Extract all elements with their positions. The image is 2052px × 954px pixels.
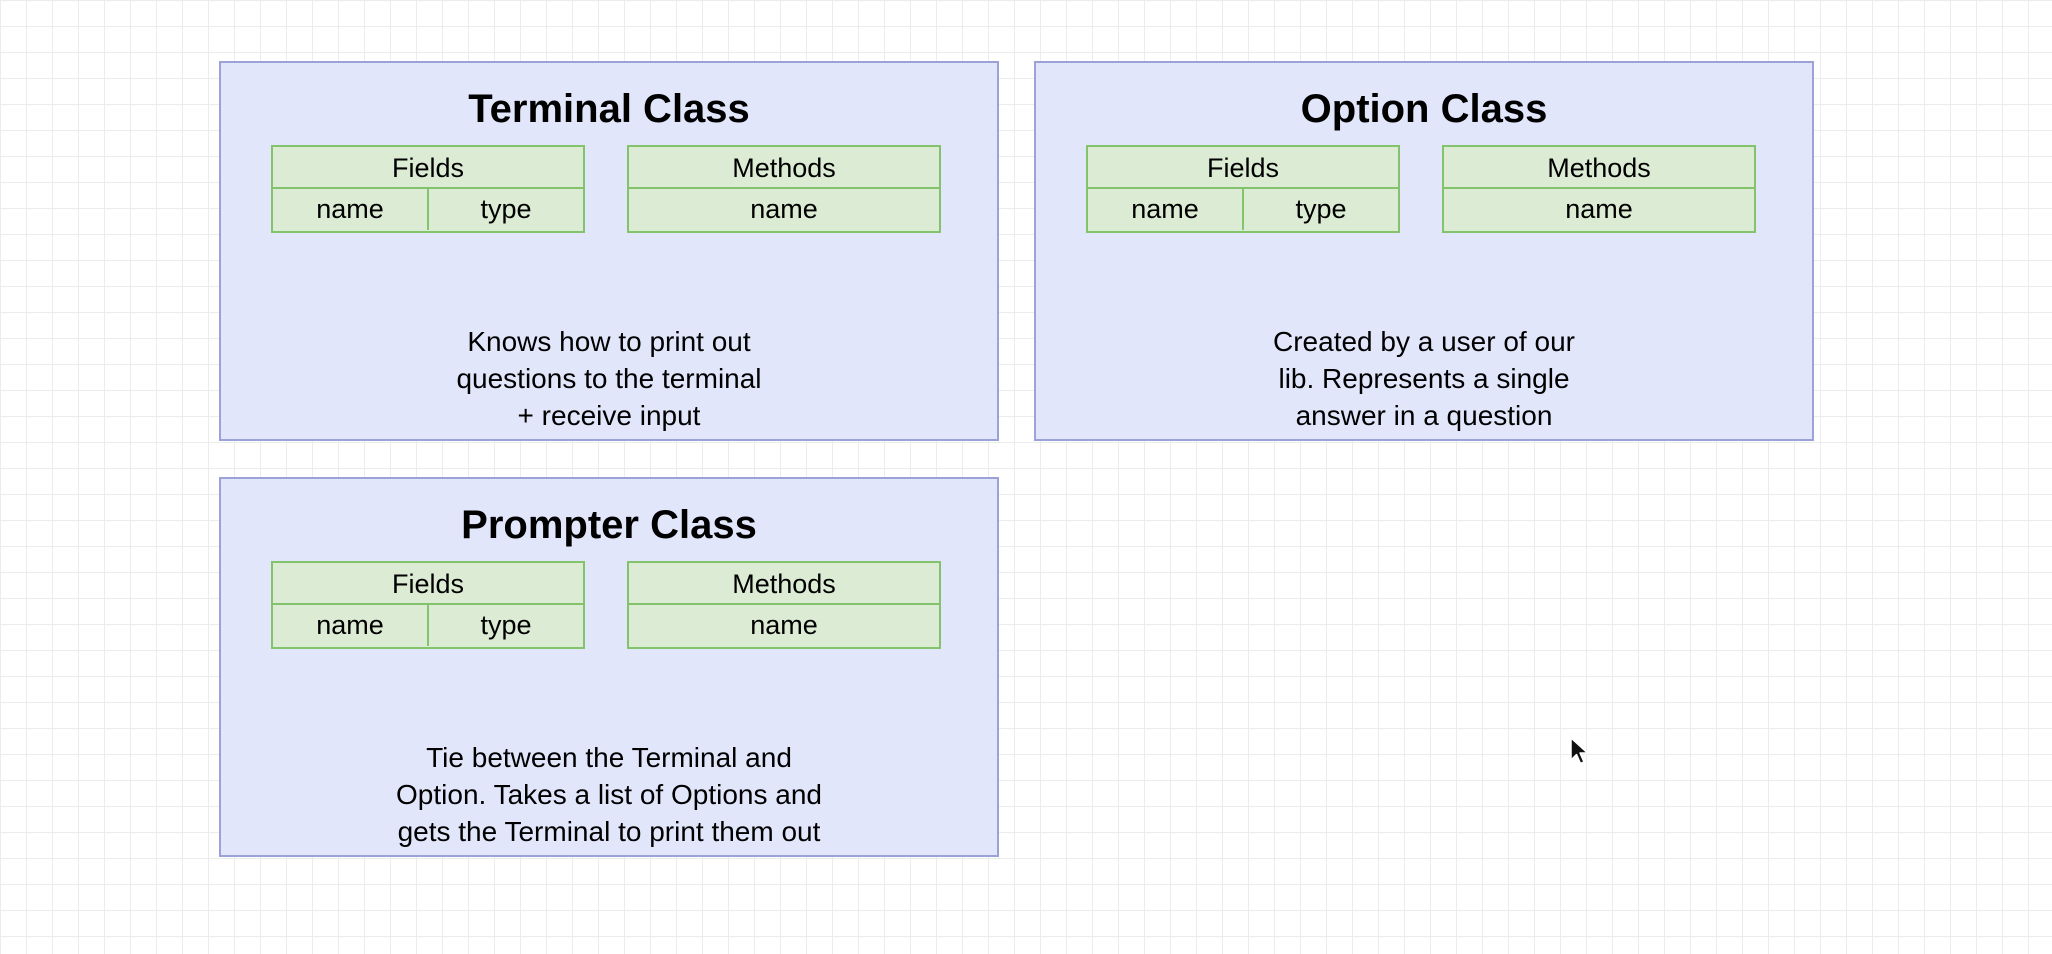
- description-line: lib. Represents a single: [1278, 363, 1570, 394]
- description-line: gets the Terminal to print them out: [397, 816, 821, 847]
- method-name-cell: name: [750, 194, 818, 224]
- class-title: Terminal Class: [468, 87, 750, 131]
- description-line: + receive input: [517, 400, 701, 431]
- class-description: Tie between the Terminal and Option. Tak…: [221, 739, 997, 850]
- description-line: Knows how to print out: [467, 326, 751, 357]
- methods-row: name: [1444, 189, 1754, 230]
- class-description: Created by a user of our lib. Represents…: [1036, 323, 1812, 434]
- prompter-class-box[interactable]: Prompter Class Fields name type Methods …: [219, 477, 999, 857]
- class-title: Prompter Class: [461, 503, 757, 547]
- description-line: answer in a question: [1295, 400, 1553, 431]
- methods-table[interactable]: Methods name: [627, 145, 941, 233]
- fields-header: Fields: [273, 563, 583, 605]
- class-description: Knows how to print out questions to the …: [221, 323, 997, 434]
- methods-table[interactable]: Methods name: [1442, 145, 1756, 233]
- fields-table[interactable]: Fields name type: [271, 145, 585, 233]
- fields-row: name type: [273, 189, 583, 230]
- field-name-cell: name: [316, 610, 384, 640]
- fields-row: name type: [1088, 189, 1398, 230]
- mouse-pointer-icon: [1570, 737, 1589, 765]
- description-line: Tie between the Terminal and: [426, 742, 792, 773]
- fields-header: Fields: [273, 147, 583, 189]
- description-line: Option. Takes a list of Options and: [396, 779, 822, 810]
- method-name-cell: name: [1565, 194, 1633, 224]
- description-line: questions to the terminal: [456, 363, 762, 394]
- methods-row: name: [629, 605, 939, 646]
- methods-header: Methods: [1444, 147, 1754, 189]
- field-type-cell: type: [1242, 189, 1398, 230]
- methods-row: name: [629, 189, 939, 230]
- field-name-cell: name: [316, 194, 384, 224]
- field-name-cell: name: [1131, 194, 1199, 224]
- terminal-class-box[interactable]: Terminal Class Fields name type Methods …: [219, 61, 999, 441]
- fields-header: Fields: [1088, 147, 1398, 189]
- method-name-cell: name: [750, 610, 818, 640]
- class-title: Option Class: [1300, 87, 1548, 131]
- description-line: Created by a user of our: [1273, 326, 1575, 357]
- field-type-cell: type: [427, 605, 583, 646]
- option-class-box[interactable]: Option Class Fields name type Methods na…: [1034, 61, 1814, 441]
- field-type-cell: type: [427, 189, 583, 230]
- methods-header: Methods: [629, 147, 939, 189]
- fields-table[interactable]: Fields name type: [271, 561, 585, 649]
- fields-row: name type: [273, 605, 583, 646]
- methods-table[interactable]: Methods name: [627, 561, 941, 649]
- methods-header: Methods: [629, 563, 939, 605]
- fields-table[interactable]: Fields name type: [1086, 145, 1400, 233]
